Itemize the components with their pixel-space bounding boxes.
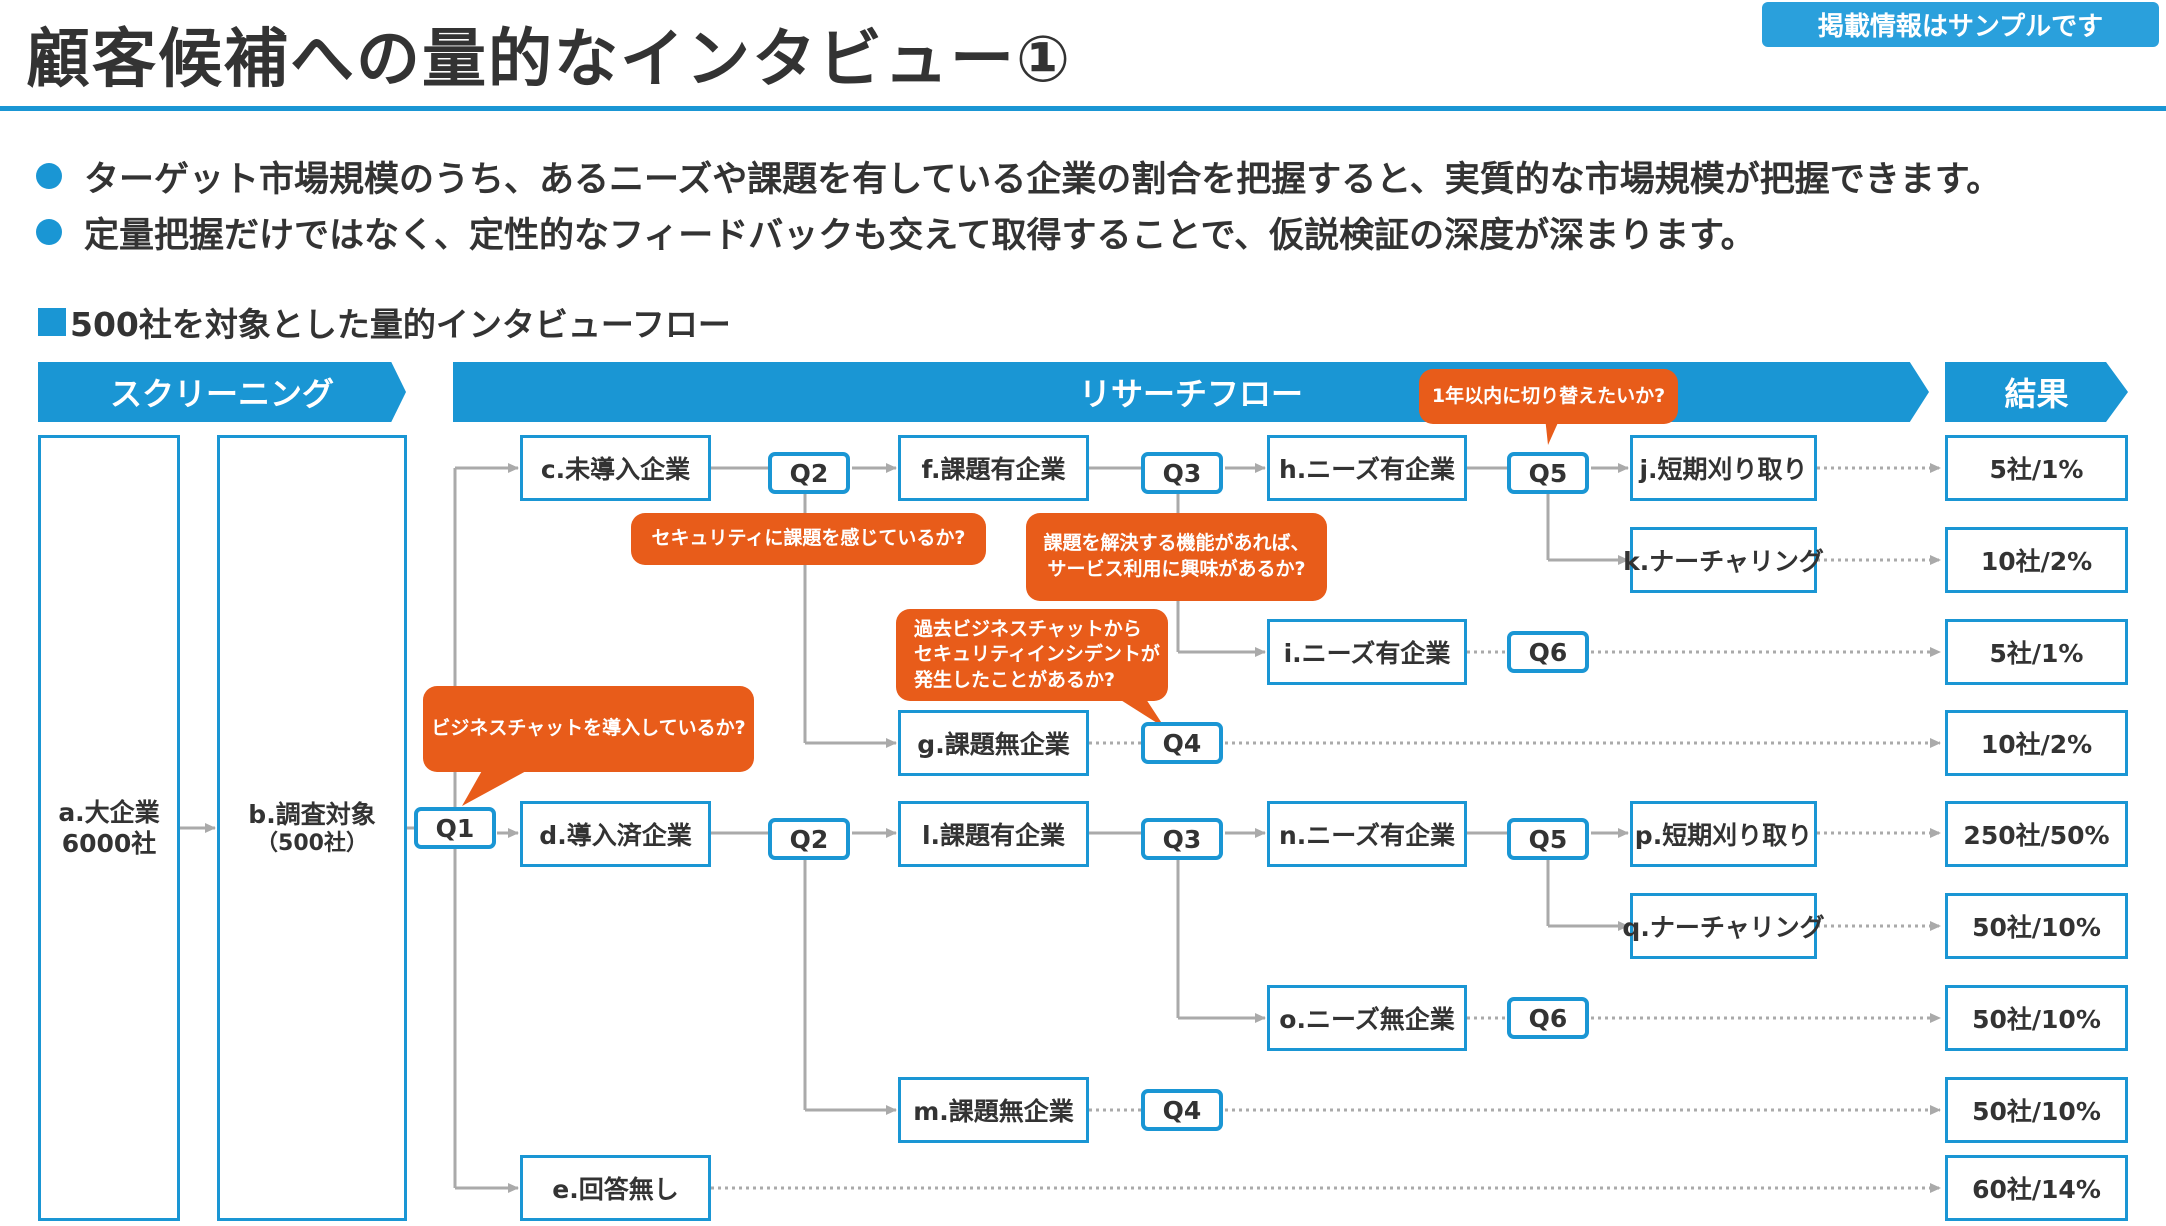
- callout-function-line: サービス利用に興味があるか?: [1047, 558, 1306, 580]
- callout-switch: 1年以内に切り替えたいか?: [1419, 369, 1678, 424]
- node-c: c.未導入企業: [520, 435, 711, 501]
- bullet-item: 定量把握だけではなく、定性的なフィードバックも交えて取得することで、仮説検証の深…: [36, 204, 2001, 260]
- node-j: j.短期刈り取り: [1630, 435, 1817, 501]
- question-q2-bottom: Q2: [768, 818, 850, 860]
- bullet-dot-icon: [36, 219, 62, 245]
- question-q5-top: Q5: [1507, 452, 1589, 494]
- sample-badge: 掲載情報はサンプルです: [1762, 2, 2159, 47]
- node-b-label: b.調査対象: [248, 799, 376, 829]
- callout-incident-line: セキュリティインシデントが: [914, 643, 1160, 666]
- node-p: p.短期刈り取り: [1630, 801, 1817, 867]
- node-q: q.ナーチャリング: [1622, 893, 1825, 959]
- result-m: 50社/10%: [1945, 1077, 2128, 1143]
- bullet-item: ターゲット市場規模のうち、あるニーズや課題を有している企業の割合を把握すると、実…: [36, 148, 2001, 204]
- result-j: 5社/1%: [1945, 435, 2128, 501]
- result-p: 250社/50%: [1945, 801, 2128, 867]
- question-q1: Q1: [414, 807, 496, 849]
- page-title: 顧客候補への量的なインタビュー①: [26, 23, 1073, 97]
- bullet-text: 定量把握だけではなく、定性的なフィードバックも交えて取得することで、仮説検証の深…: [84, 215, 1756, 256]
- question-q3-top: Q3: [1141, 452, 1223, 494]
- node-d: d.導入済企業: [520, 801, 711, 867]
- result-q: 50社/10%: [1945, 893, 2128, 959]
- section-title: 500社を対象とした量的インタビューフロー: [38, 298, 731, 346]
- callout-function-line: 課題を解決する機能があれば、: [1043, 532, 1310, 555]
- band-research-flow: リサーチフロー: [453, 362, 1929, 422]
- node-h: h.ニーズ有企業: [1267, 435, 1467, 501]
- result-k: 10社/2%: [1945, 527, 2128, 593]
- question-q4-bottom: Q4: [1141, 1089, 1223, 1131]
- question-q6-top: Q6: [1507, 631, 1589, 673]
- question-q6-bottom: Q6: [1507, 997, 1589, 1039]
- node-o: o.ニーズ無企業: [1267, 985, 1467, 1051]
- callout-security: セキュリティに課題を感じているか?: [631, 513, 986, 565]
- result-i: 5社/1%: [1945, 619, 2128, 685]
- callout-incident-line: 過去ビジネスチャットから: [914, 617, 1142, 640]
- bullet-text: ターゲット市場規模のうち、あるニーズや課題を有している企業の割合を把握すると、実…: [84, 159, 2002, 200]
- bullet-list: ターゲット市場規模のうち、あるニーズや課題を有している企業の割合を把握すると、実…: [36, 148, 2001, 260]
- band-screening: スクリーニング: [38, 362, 406, 422]
- node-a-count: 6000社: [61, 829, 157, 858]
- callout-incident-line: 発生したことがあるか?: [914, 668, 1116, 691]
- result-o: 50社/10%: [1945, 985, 2128, 1051]
- node-m: m.課題無企業: [898, 1077, 1089, 1143]
- node-b-survey-target: b.調査対象 （500社）: [217, 435, 407, 1221]
- square-icon: [38, 308, 66, 336]
- title-divider: [0, 106, 2166, 111]
- result-e: 60社/14%: [1945, 1155, 2128, 1221]
- node-l: l.課題有企業: [898, 801, 1089, 867]
- callout-incident: 過去ビジネスチャットから セキュリティインシデントが 発生したことがあるか?: [896, 609, 1168, 701]
- bullet-dot-icon: [36, 163, 62, 189]
- callout-adoption: ビジネスチャットを導入しているか?: [423, 686, 754, 772]
- node-k: k.ナーチャリング: [1623, 527, 1824, 593]
- node-a-label: a.大企業: [58, 797, 160, 827]
- band-results: 結果: [1945, 362, 2128, 422]
- section-title-text: 500社を対象とした量的インタビューフロー: [70, 305, 731, 344]
- node-e: e.回答無し: [520, 1155, 711, 1221]
- node-a-large-enterprise: a.大企業 6000社: [38, 435, 180, 1221]
- callout-function: 課題を解決する機能があれば、 サービス利用に興味があるか?: [1026, 513, 1327, 601]
- question-q5-bottom: Q5: [1507, 818, 1589, 860]
- result-g: 10社/2%: [1945, 710, 2128, 776]
- question-q2-top: Q2: [768, 452, 850, 494]
- question-q4-top: Q4: [1141, 722, 1223, 764]
- node-f: f.課題有企業: [898, 435, 1089, 501]
- node-n: n.ニーズ有企業: [1267, 801, 1467, 867]
- node-i: i.ニーズ有企業: [1267, 619, 1467, 685]
- node-b-count: （500社）: [256, 830, 368, 856]
- question-q3-bottom: Q3: [1141, 818, 1223, 860]
- node-g: g.課題無企業: [898, 710, 1089, 776]
